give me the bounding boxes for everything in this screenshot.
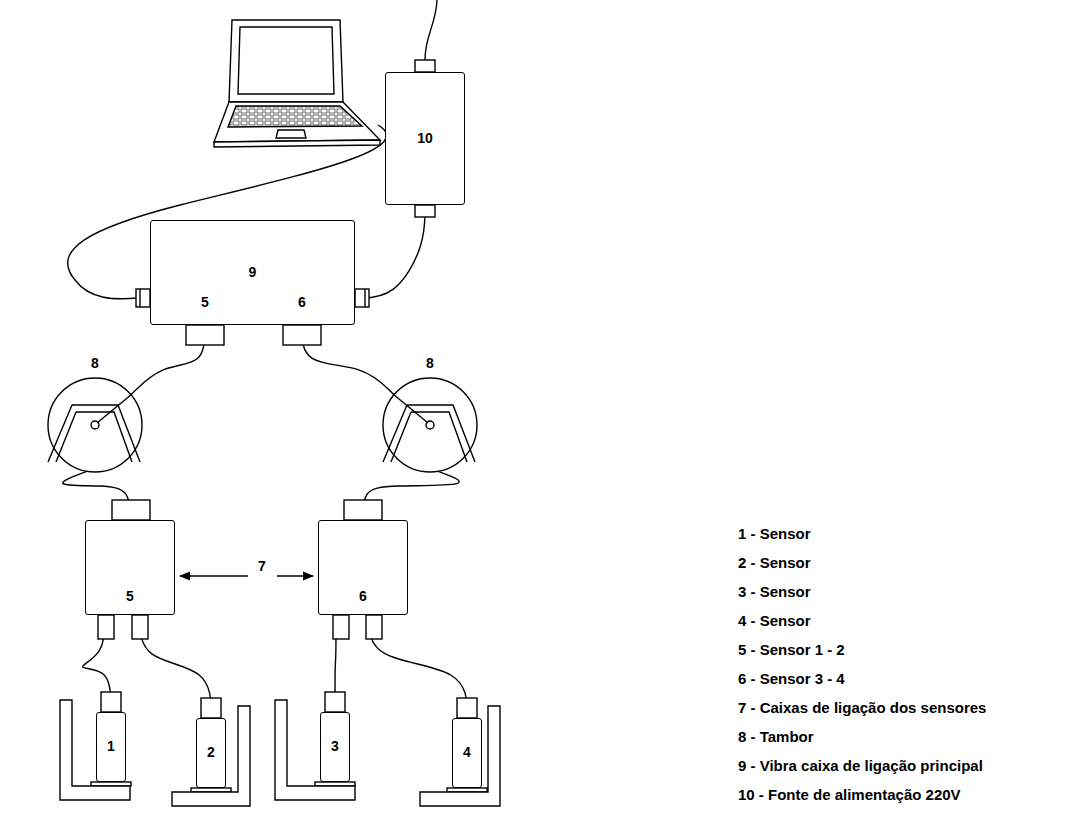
legend-entry: 8 - Tambor bbox=[738, 729, 814, 746]
drum-outline bbox=[382, 377, 478, 473]
callout-number: 8 bbox=[426, 356, 434, 371]
legend-entry: 7 - Caixas de ligação dos sensores bbox=[738, 700, 986, 717]
legend-entry: 4 - Sensor bbox=[738, 613, 811, 630]
mains-cable bbox=[425, 0, 437, 60]
sensor-bracket bbox=[60, 692, 500, 806]
legend-entry: 9 - Vibra caixa de ligação principal bbox=[738, 758, 983, 775]
legend-entry: 5 - Sensor 1 - 2 bbox=[738, 642, 845, 659]
sensor: 2 bbox=[196, 718, 226, 788]
cable bbox=[369, 615, 467, 718]
sensor-junction-box: 5 bbox=[85, 520, 175, 615]
callout-number: 1 bbox=[107, 739, 115, 754]
callout-number: 7 bbox=[256, 559, 268, 574]
legend-entry: 2 - Sensor bbox=[738, 555, 811, 572]
callout-number: 3 bbox=[331, 739, 339, 754]
sensor: 1 bbox=[96, 712, 126, 782]
power-supply: 10 bbox=[385, 72, 465, 205]
cable-drum: 8 bbox=[382, 356, 478, 473]
callout-number: 4 bbox=[463, 745, 471, 760]
legend-entry: 6 - Sensor 3 - 4 bbox=[738, 671, 845, 688]
cable bbox=[355, 205, 425, 298]
legend-entry: 1 - Sensor bbox=[738, 526, 811, 543]
sensor: 4 bbox=[452, 718, 482, 788]
callout-number: 10 bbox=[417, 131, 433, 146]
callout-number: 6 bbox=[296, 295, 308, 310]
main-junction-box: 9 bbox=[150, 220, 355, 325]
sensor: 3 bbox=[320, 712, 350, 782]
legend-entry: 10 - Fonte de alimentação 220V bbox=[738, 787, 961, 804]
callout-number: 8 bbox=[91, 356, 99, 371]
drum-outline bbox=[47, 377, 143, 473]
callout-number: 9 bbox=[249, 265, 257, 280]
callout-number: 2 bbox=[207, 745, 215, 760]
laptop bbox=[214, 20, 380, 147]
callout-number: 6 bbox=[359, 589, 367, 604]
callout-number: 5 bbox=[126, 589, 134, 604]
sensor-junction-box: 6 bbox=[318, 520, 408, 615]
legend-entry: 3 - Sensor bbox=[738, 584, 811, 601]
cable-drum: 8 bbox=[47, 356, 143, 473]
drum-stand bbox=[48, 394, 475, 462]
callout-number: 5 bbox=[199, 295, 211, 310]
